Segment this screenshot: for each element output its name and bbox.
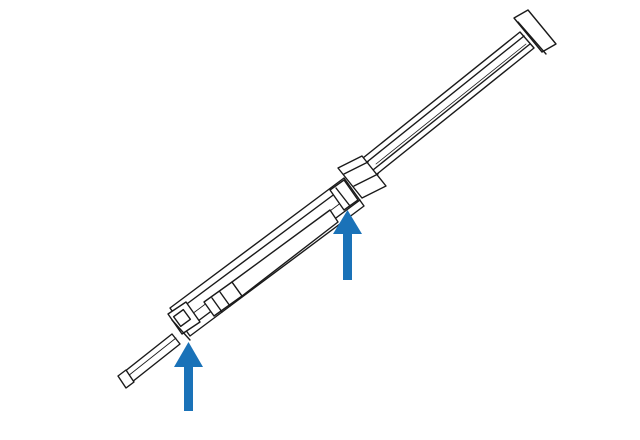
finger-grip [337,155,387,199]
plunger-rod [357,31,535,179]
barrel-tip-connector [167,301,201,341]
inner-plunger [203,209,339,317]
plunger-flange [513,9,557,55]
arrow-barrel-tip [174,342,203,411]
plunger-stopper [329,179,359,211]
arrows [174,210,362,411]
arrow-plunger-seal [333,210,362,280]
nozzle [117,333,181,389]
syringe [117,9,557,389]
